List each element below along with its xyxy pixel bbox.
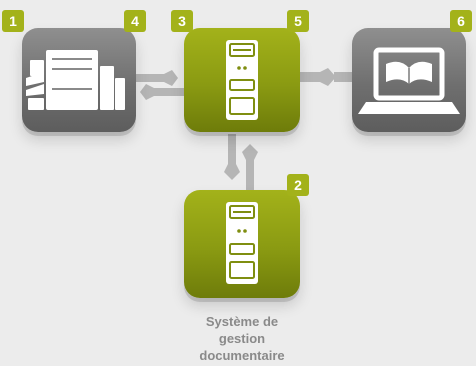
dms-tile [184,190,300,298]
caption-line-2: gestion [218,331,266,346]
arrow-to-server [134,70,178,86]
laptop-tile [352,28,466,132]
dms-caption: Système de gestion documentaire [180,313,304,364]
badge-printer-right: 4 [124,10,146,32]
server-dms-connector [224,134,258,190]
arrow-to-laptop [300,68,336,86]
server-tile [184,28,300,132]
arrow-up-to-server [242,144,258,190]
arrow-down-to-dms [224,134,240,180]
caption-line-1: Système de [205,314,279,329]
server-tower-icon [226,202,258,284]
badge-server-right: 5 [287,10,309,32]
production-printer-icon [26,50,125,110]
badge-dms: 2 [287,174,309,196]
badge-laptop: 6 [450,10,472,32]
arrow-to-printer [140,84,184,100]
arrow-to-laptop-tail [334,72,354,82]
badge-printer-left: 1 [2,10,24,32]
printer-tile [22,28,136,132]
server-tower-icon [226,40,258,120]
badge-server-left: 3 [171,10,193,32]
laptop-icon [358,47,460,114]
server-laptop-connector [300,68,354,86]
printer-server-connector [134,70,184,100]
caption-line-3: documentaire [199,348,285,363]
